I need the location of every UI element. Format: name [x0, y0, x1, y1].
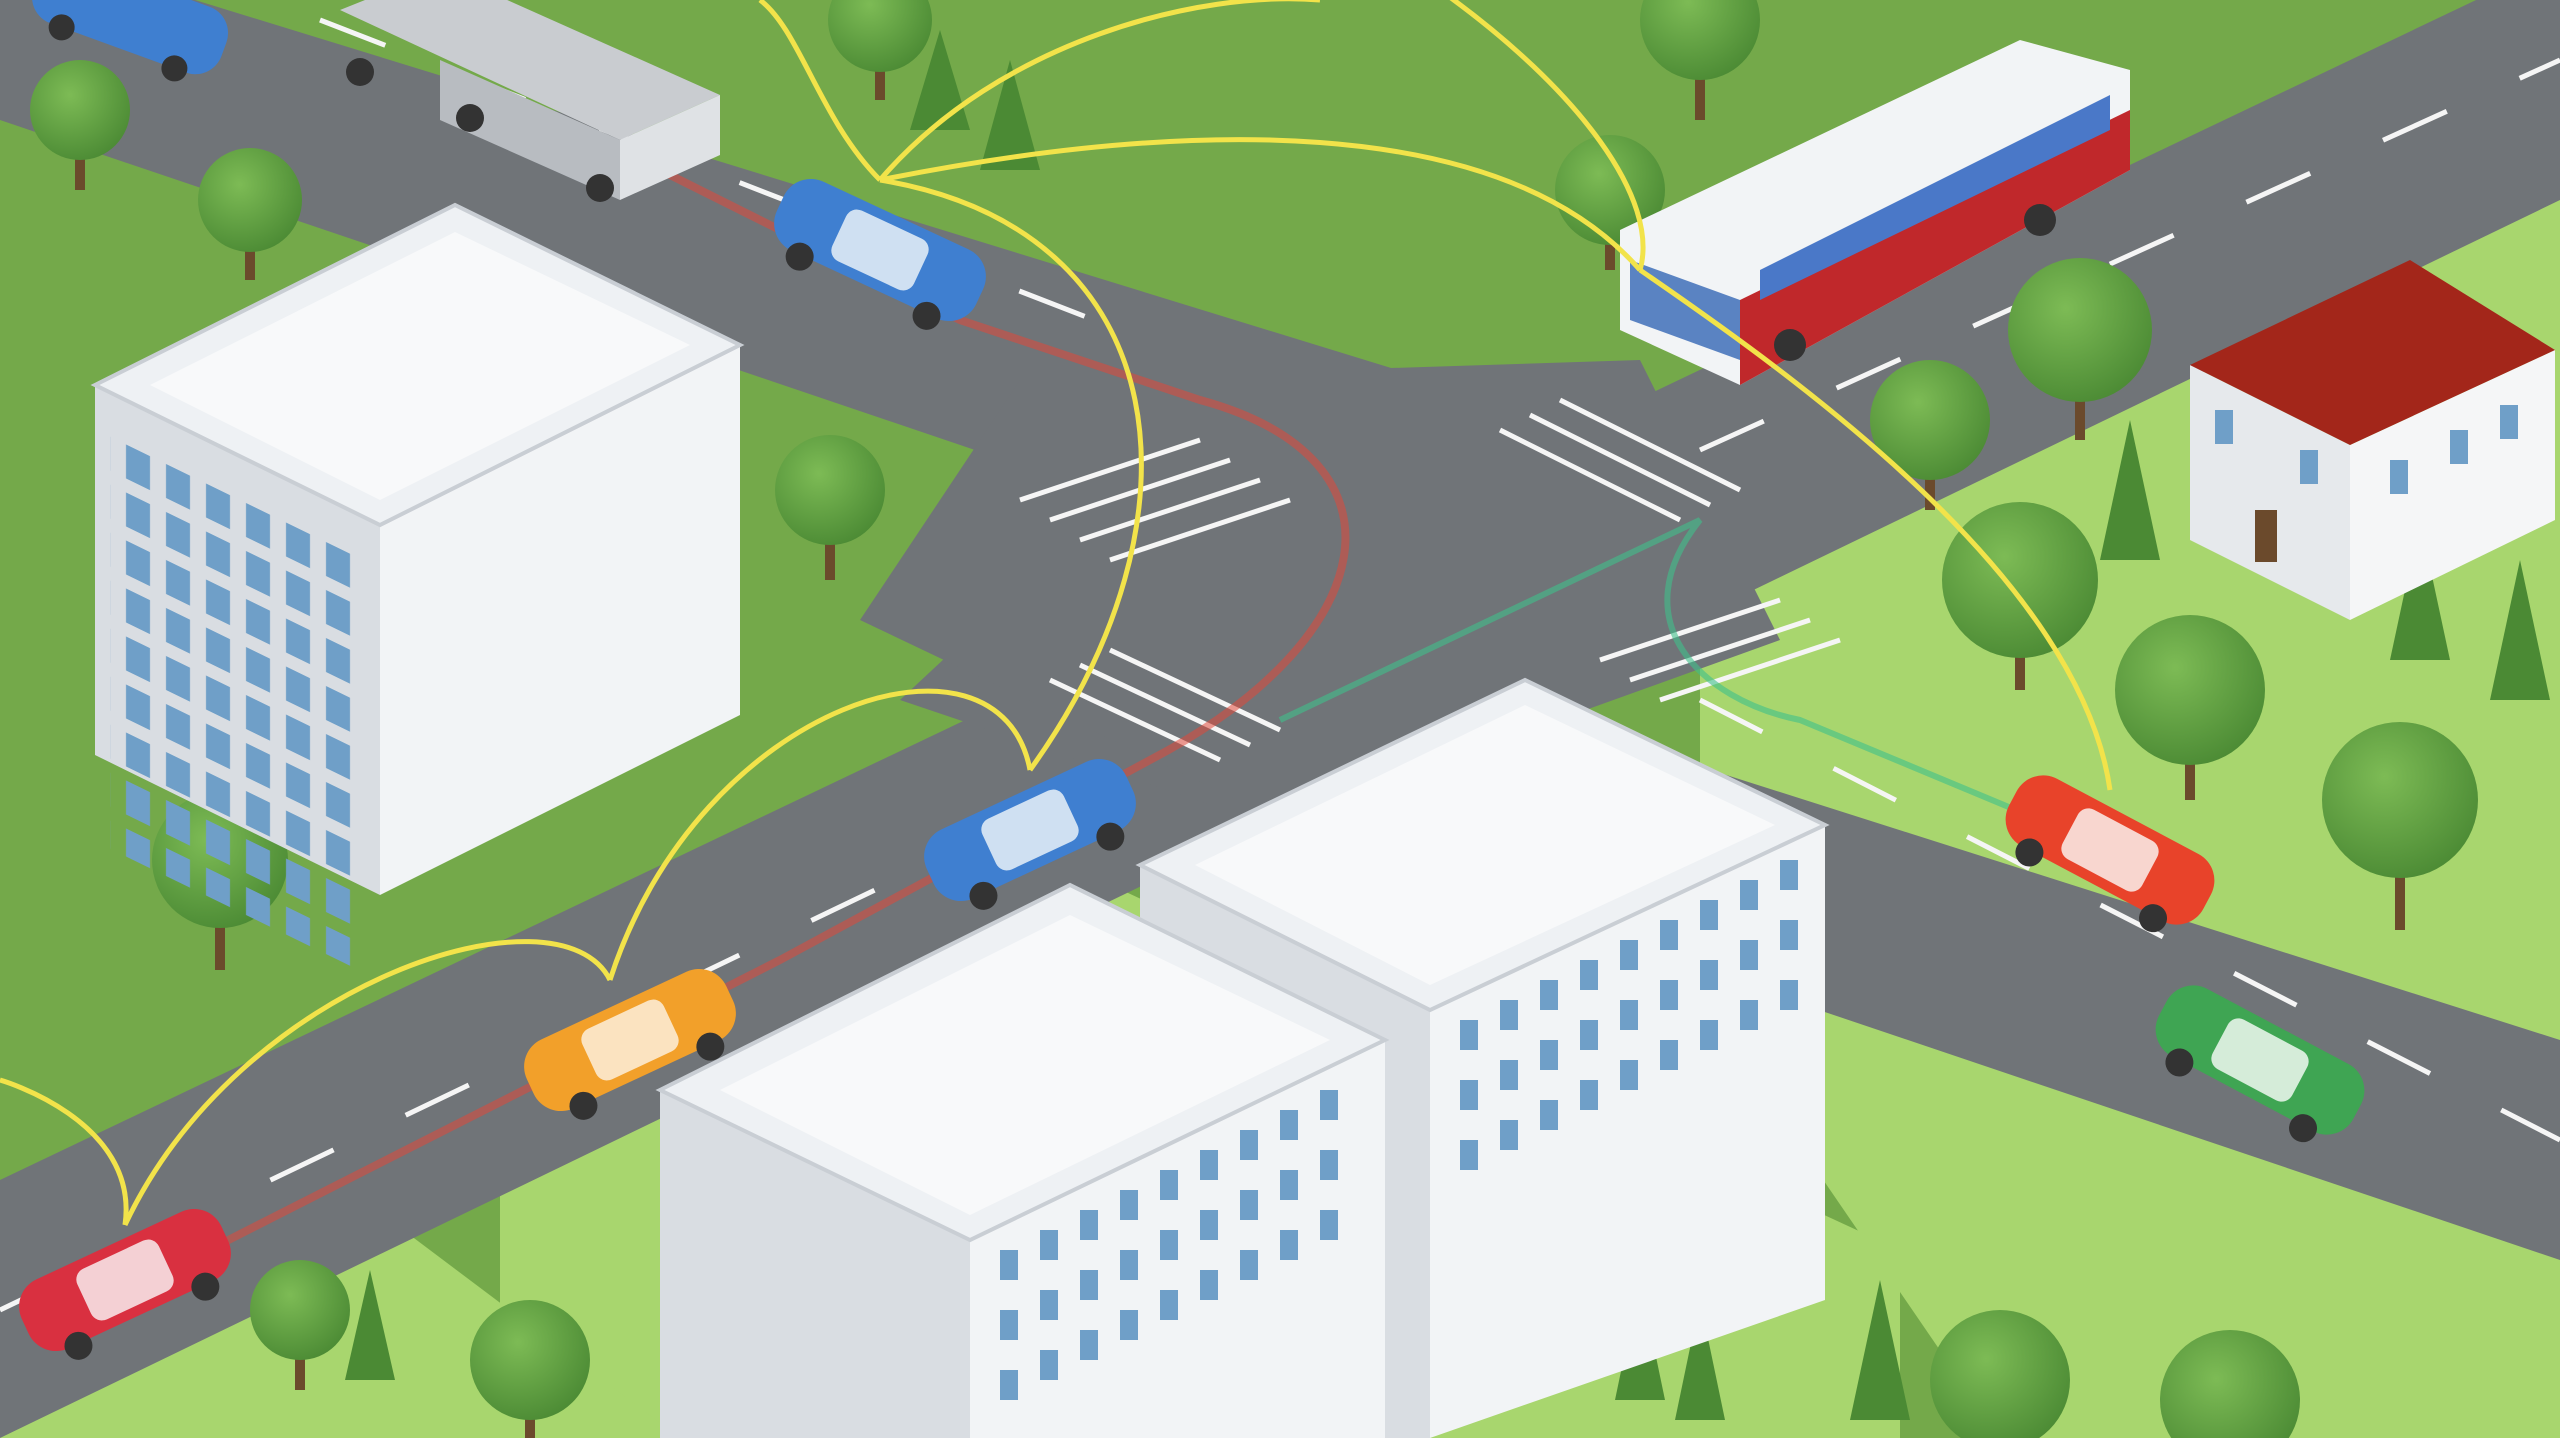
house-east: [2190, 260, 2555, 620]
trail-red: [128, 146, 1350, 1294]
office-building-front: [655, 882, 1390, 1438]
car-red-southwest[interactable]: [9, 1199, 247, 1375]
truck: [340, 0, 720, 202]
car-blue-center[interactable]: [914, 749, 1152, 925]
office-building-left: [90, 202, 745, 971]
crosswalks: [1019, 397, 1841, 763]
car-red-east[interactable]: [1988, 765, 2225, 950]
car-blue-topleft[interactable]: [20, 0, 236, 94]
car-green[interactable]: [2138, 975, 2375, 1160]
car-blue-north[interactable]: [757, 169, 995, 345]
trail-green: [1278, 517, 2042, 823]
v2v-links: [0, 0, 2113, 1227]
car-orange[interactable]: [514, 959, 752, 1135]
